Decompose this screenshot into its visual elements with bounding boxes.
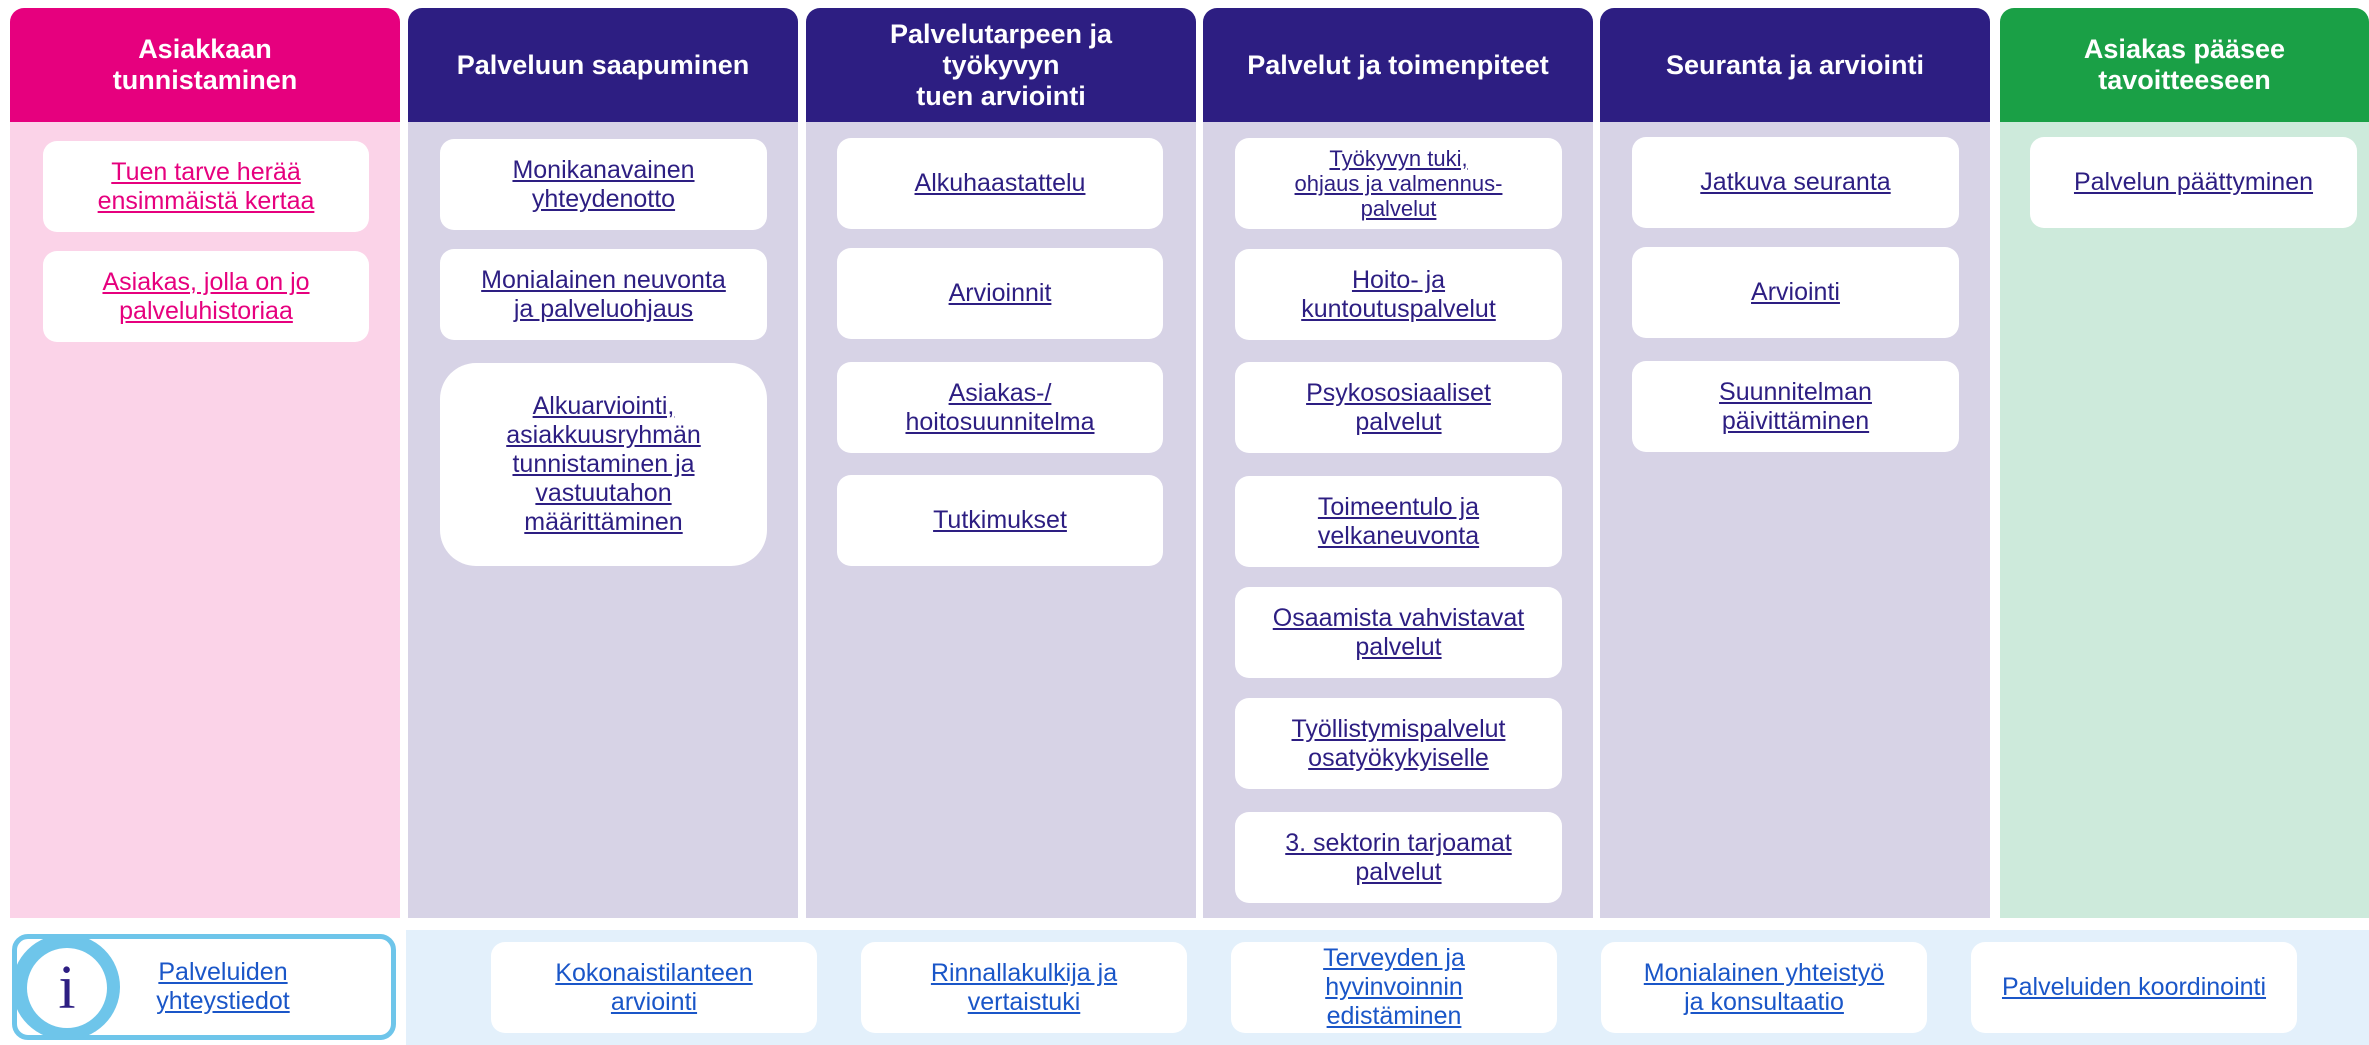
link-multidisciplinary-cooperation[interactable]: Monialainen yhteistyö ja konsultaatio	[1601, 942, 1927, 1033]
column-title: Asiakas pääsee tavoitteeseen	[2083, 34, 2286, 95]
link-examinations[interactable]: Tutkimukset	[837, 475, 1163, 566]
column-body	[1600, 122, 1990, 918]
link-service-contacts[interactable]: Palveluiden yhteystiedot	[156, 958, 290, 1015]
link-evaluation[interactable]: Arviointi	[1632, 247, 1959, 338]
link-multidisciplinary-guidance[interactable]: Monialainen neuvonta ja palveluohjaus	[440, 249, 767, 340]
column-header: Asiakas pääsee tavoitteeseen	[2000, 8, 2369, 122]
link-skills-services[interactable]: Osaamista vahvistavat palvelut	[1235, 587, 1562, 678]
link-service-ending[interactable]: Palvelun päättyminen	[2030, 137, 2357, 228]
column-body	[10, 122, 400, 918]
column-body	[2000, 122, 2369, 918]
link-continuous-monitoring[interactable]: Jatkuva seuranta	[1632, 137, 1959, 228]
link-peer-support[interactable]: Rinnallakulkija ja vertaistuki	[861, 942, 1187, 1033]
link-customer-with-history[interactable]: Asiakas, jolla on jo palveluhistoriaa	[43, 251, 369, 342]
link-employment-services[interactable]: Työllistymispalvelut osatyökykyiselle	[1235, 698, 1562, 789]
column-divider	[1198, 122, 1202, 918]
link-multichannel-contact[interactable]: Monikanavainen yhteydenotto	[440, 139, 767, 230]
link-plan-update[interactable]: Suunnitelman päivittäminen	[1632, 361, 1959, 452]
link-initial-interview[interactable]: Alkuhaastattelu	[837, 138, 1163, 229]
column-header: Palvelut ja toimenpiteet	[1203, 8, 1593, 122]
link-assessments[interactable]: Arvioinnit	[837, 248, 1163, 339]
link-income-debt-counselling[interactable]: Toimeentulo ja velkaneuvonta	[1235, 476, 1562, 567]
column-header: Palveluun saapuminen	[408, 8, 798, 122]
column-title: Asiakkaan tunnistaminen	[112, 34, 298, 95]
link-psychosocial-services[interactable]: Psykososiaaliset palvelut	[1235, 362, 1562, 453]
link-third-sector-services[interactable]: 3. sektorin tarjoamat palvelut	[1235, 812, 1562, 903]
link-first-time-support-need[interactable]: Tuen tarve herää ensimmäistä kertaa	[43, 141, 369, 232]
column-title: Palvelut ja toimenpiteet	[1247, 49, 1549, 80]
column-title: Palvelutarpeen ja työkyvyn tuen arvioint…	[889, 18, 1113, 111]
link-care-plan[interactable]: Asiakas-/ hoitosuunnitelma	[837, 362, 1163, 453]
link-initial-assessment[interactable]: Alkuarviointi, asiakkuusryhmän tunnistam…	[440, 363, 767, 566]
link-work-ability-support[interactable]: Työkyvyn tuki, ohjaus ja valmennus- palv…	[1235, 138, 1562, 229]
column-title: Seuranta ja arviointi	[1665, 49, 1925, 80]
column-goal-reached: Asiakas pääsee tavoitteeseen	[2000, 8, 2369, 918]
link-service-coordination[interactable]: Palveluiden koordinointi	[1971, 942, 2297, 1033]
link-care-rehabilitation[interactable]: Hoito- ja kuntoutuspalvelut	[1235, 249, 1562, 340]
column-divider	[1595, 122, 1599, 918]
column-header: Asiakkaan tunnistaminen	[10, 8, 400, 122]
column-title: Palveluun saapuminen	[456, 49, 750, 80]
link-overall-situation-assessment[interactable]: Kokonaistilanteen arviointi	[491, 942, 817, 1033]
info-icon: i	[27, 948, 107, 1028]
link-health-promotion[interactable]: Terveyden ja hyvinvoinnin edistäminen	[1231, 942, 1557, 1033]
column-header: Palvelutarpeen ja työkyvyn tuen arvioint…	[806, 8, 1196, 122]
column-divider	[801, 122, 805, 918]
column-header: Seuranta ja arviointi	[1600, 8, 1990, 122]
